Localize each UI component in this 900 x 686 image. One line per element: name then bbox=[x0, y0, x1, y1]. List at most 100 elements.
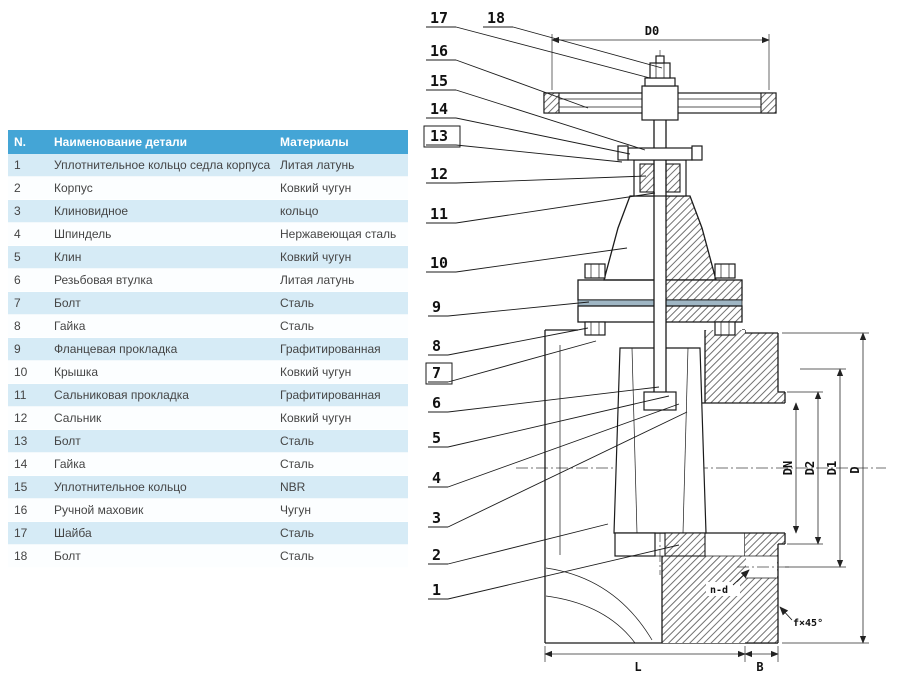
part-name: Болт bbox=[54, 296, 81, 310]
dim-label-d: D bbox=[848, 466, 862, 473]
part-name: Клин bbox=[54, 250, 82, 264]
part-number: 1 bbox=[14, 158, 21, 172]
callout-17: 17 bbox=[430, 9, 448, 27]
callout-3: 3 bbox=[432, 509, 441, 527]
part-material: Сталь bbox=[280, 457, 314, 471]
dim-label-d2: D2 bbox=[803, 461, 817, 475]
callout-box-13 bbox=[423, 125, 461, 148]
part-number: 12 bbox=[14, 411, 28, 425]
part-material: Литая латунь bbox=[280, 273, 355, 287]
part-name: Клиновидное bbox=[54, 204, 129, 218]
table-row: 11 Сальниковая прокладка Графитированная bbox=[8, 384, 408, 407]
part-material: Ковкий чугун bbox=[280, 250, 352, 264]
part-material: Графитированная bbox=[280, 342, 381, 356]
callout-2: 2 bbox=[432, 546, 441, 564]
callout-13: 13 bbox=[430, 127, 448, 145]
callout-12: 12 bbox=[430, 165, 448, 183]
table-row: 9 Фланцевая прокладка Графитированная bbox=[8, 338, 408, 361]
flange-bolts bbox=[584, 263, 736, 336]
part-name: Шпиндель bbox=[54, 227, 112, 241]
part-number: 14 bbox=[14, 457, 28, 471]
callout-14: 14 bbox=[430, 100, 448, 118]
callout-5: 5 bbox=[432, 429, 441, 447]
part-name: Гайка bbox=[54, 457, 86, 471]
part-number: 15 bbox=[14, 480, 28, 494]
part-number: 7 bbox=[14, 296, 21, 310]
callout-9: 9 bbox=[432, 298, 441, 316]
part-name: Болт bbox=[54, 434, 81, 448]
part-material: Графитированная bbox=[280, 388, 381, 402]
table-row: 3 Клиновидное кольцо bbox=[8, 200, 408, 223]
part-number: 16 bbox=[14, 503, 28, 517]
part-name: Крышка bbox=[54, 365, 99, 379]
part-number: 3 bbox=[14, 204, 21, 218]
part-number: 2 bbox=[14, 181, 21, 195]
part-material: Ковкий чугун bbox=[280, 411, 352, 425]
callout-11: 11 bbox=[430, 205, 448, 223]
gland-bolt-right bbox=[691, 145, 703, 161]
part-name: Болт bbox=[54, 549, 81, 563]
part-number: 18 bbox=[14, 549, 28, 563]
part-name: Корпус bbox=[54, 181, 93, 195]
part-material: Сталь bbox=[280, 549, 314, 563]
dim-label-n-d: n-d bbox=[710, 585, 728, 596]
callout-7: 7 bbox=[432, 364, 441, 382]
parts-table-header: N. Наименование детали Материалы bbox=[8, 130, 408, 154]
dim-label-l: L bbox=[634, 660, 641, 674]
part-name: Сальниковая прокладка bbox=[54, 388, 189, 402]
part-material: Ковкий чугун bbox=[280, 181, 352, 195]
part-name: Сальник bbox=[54, 411, 102, 425]
gland-assembly bbox=[617, 145, 703, 197]
part-material: Сталь bbox=[280, 319, 314, 333]
dim-label-b: B bbox=[756, 660, 763, 674]
part-material: Нержавеющая сталь bbox=[280, 227, 397, 241]
part-number: 11 bbox=[14, 388, 27, 402]
part-name: Гайка bbox=[54, 319, 86, 333]
gland-plate bbox=[627, 147, 693, 161]
part-number: 17 bbox=[14, 526, 28, 540]
dim-label-dn: DN bbox=[781, 461, 795, 475]
header-material: Материалы bbox=[280, 135, 349, 149]
callout-box-7 bbox=[425, 362, 453, 385]
handwheel bbox=[543, 55, 777, 121]
callout-10: 10 bbox=[430, 254, 448, 272]
header-number: N. bbox=[14, 135, 26, 149]
table-row: 2 Корпус Ковкий чугун bbox=[8, 177, 408, 200]
dim-label-d0: D0 bbox=[645, 24, 659, 38]
callout-1: 1 bbox=[432, 581, 441, 599]
part-material: NBR bbox=[280, 480, 306, 494]
table-row: 14 Гайка Сталь bbox=[8, 453, 408, 476]
dimensions: D0 DN D2 D1 D L B n-d f×45° bbox=[544, 24, 869, 674]
handwheel-hub bbox=[641, 85, 679, 121]
table-row: 4 Шпиндель Нержавеющая сталь bbox=[8, 223, 408, 246]
part-number: 4 bbox=[14, 227, 21, 241]
part-material: кольцо bbox=[280, 204, 319, 218]
table-row: 12 Сальник Ковкий чугун bbox=[8, 407, 408, 430]
part-number: 9 bbox=[14, 342, 21, 356]
pipe-flange bbox=[615, 332, 791, 644]
callout-8: 8 bbox=[432, 337, 441, 355]
part-name: Фланцевая прокладка bbox=[54, 342, 178, 356]
header-name: Наименование детали bbox=[54, 135, 188, 149]
callout-6: 6 bbox=[432, 394, 441, 412]
part-number: 6 bbox=[14, 273, 21, 287]
wedge bbox=[613, 347, 745, 557]
part-name: Ручной маховик bbox=[54, 503, 144, 517]
part-name: Резьбовая втулка bbox=[54, 273, 153, 287]
part-material: Ковкий чугун bbox=[280, 365, 352, 379]
callout-15: 15 bbox=[430, 72, 448, 90]
part-material: Литая латунь bbox=[280, 158, 355, 172]
dim-label-chamfer: f×45° bbox=[793, 618, 823, 629]
part-number: 8 bbox=[14, 319, 21, 333]
